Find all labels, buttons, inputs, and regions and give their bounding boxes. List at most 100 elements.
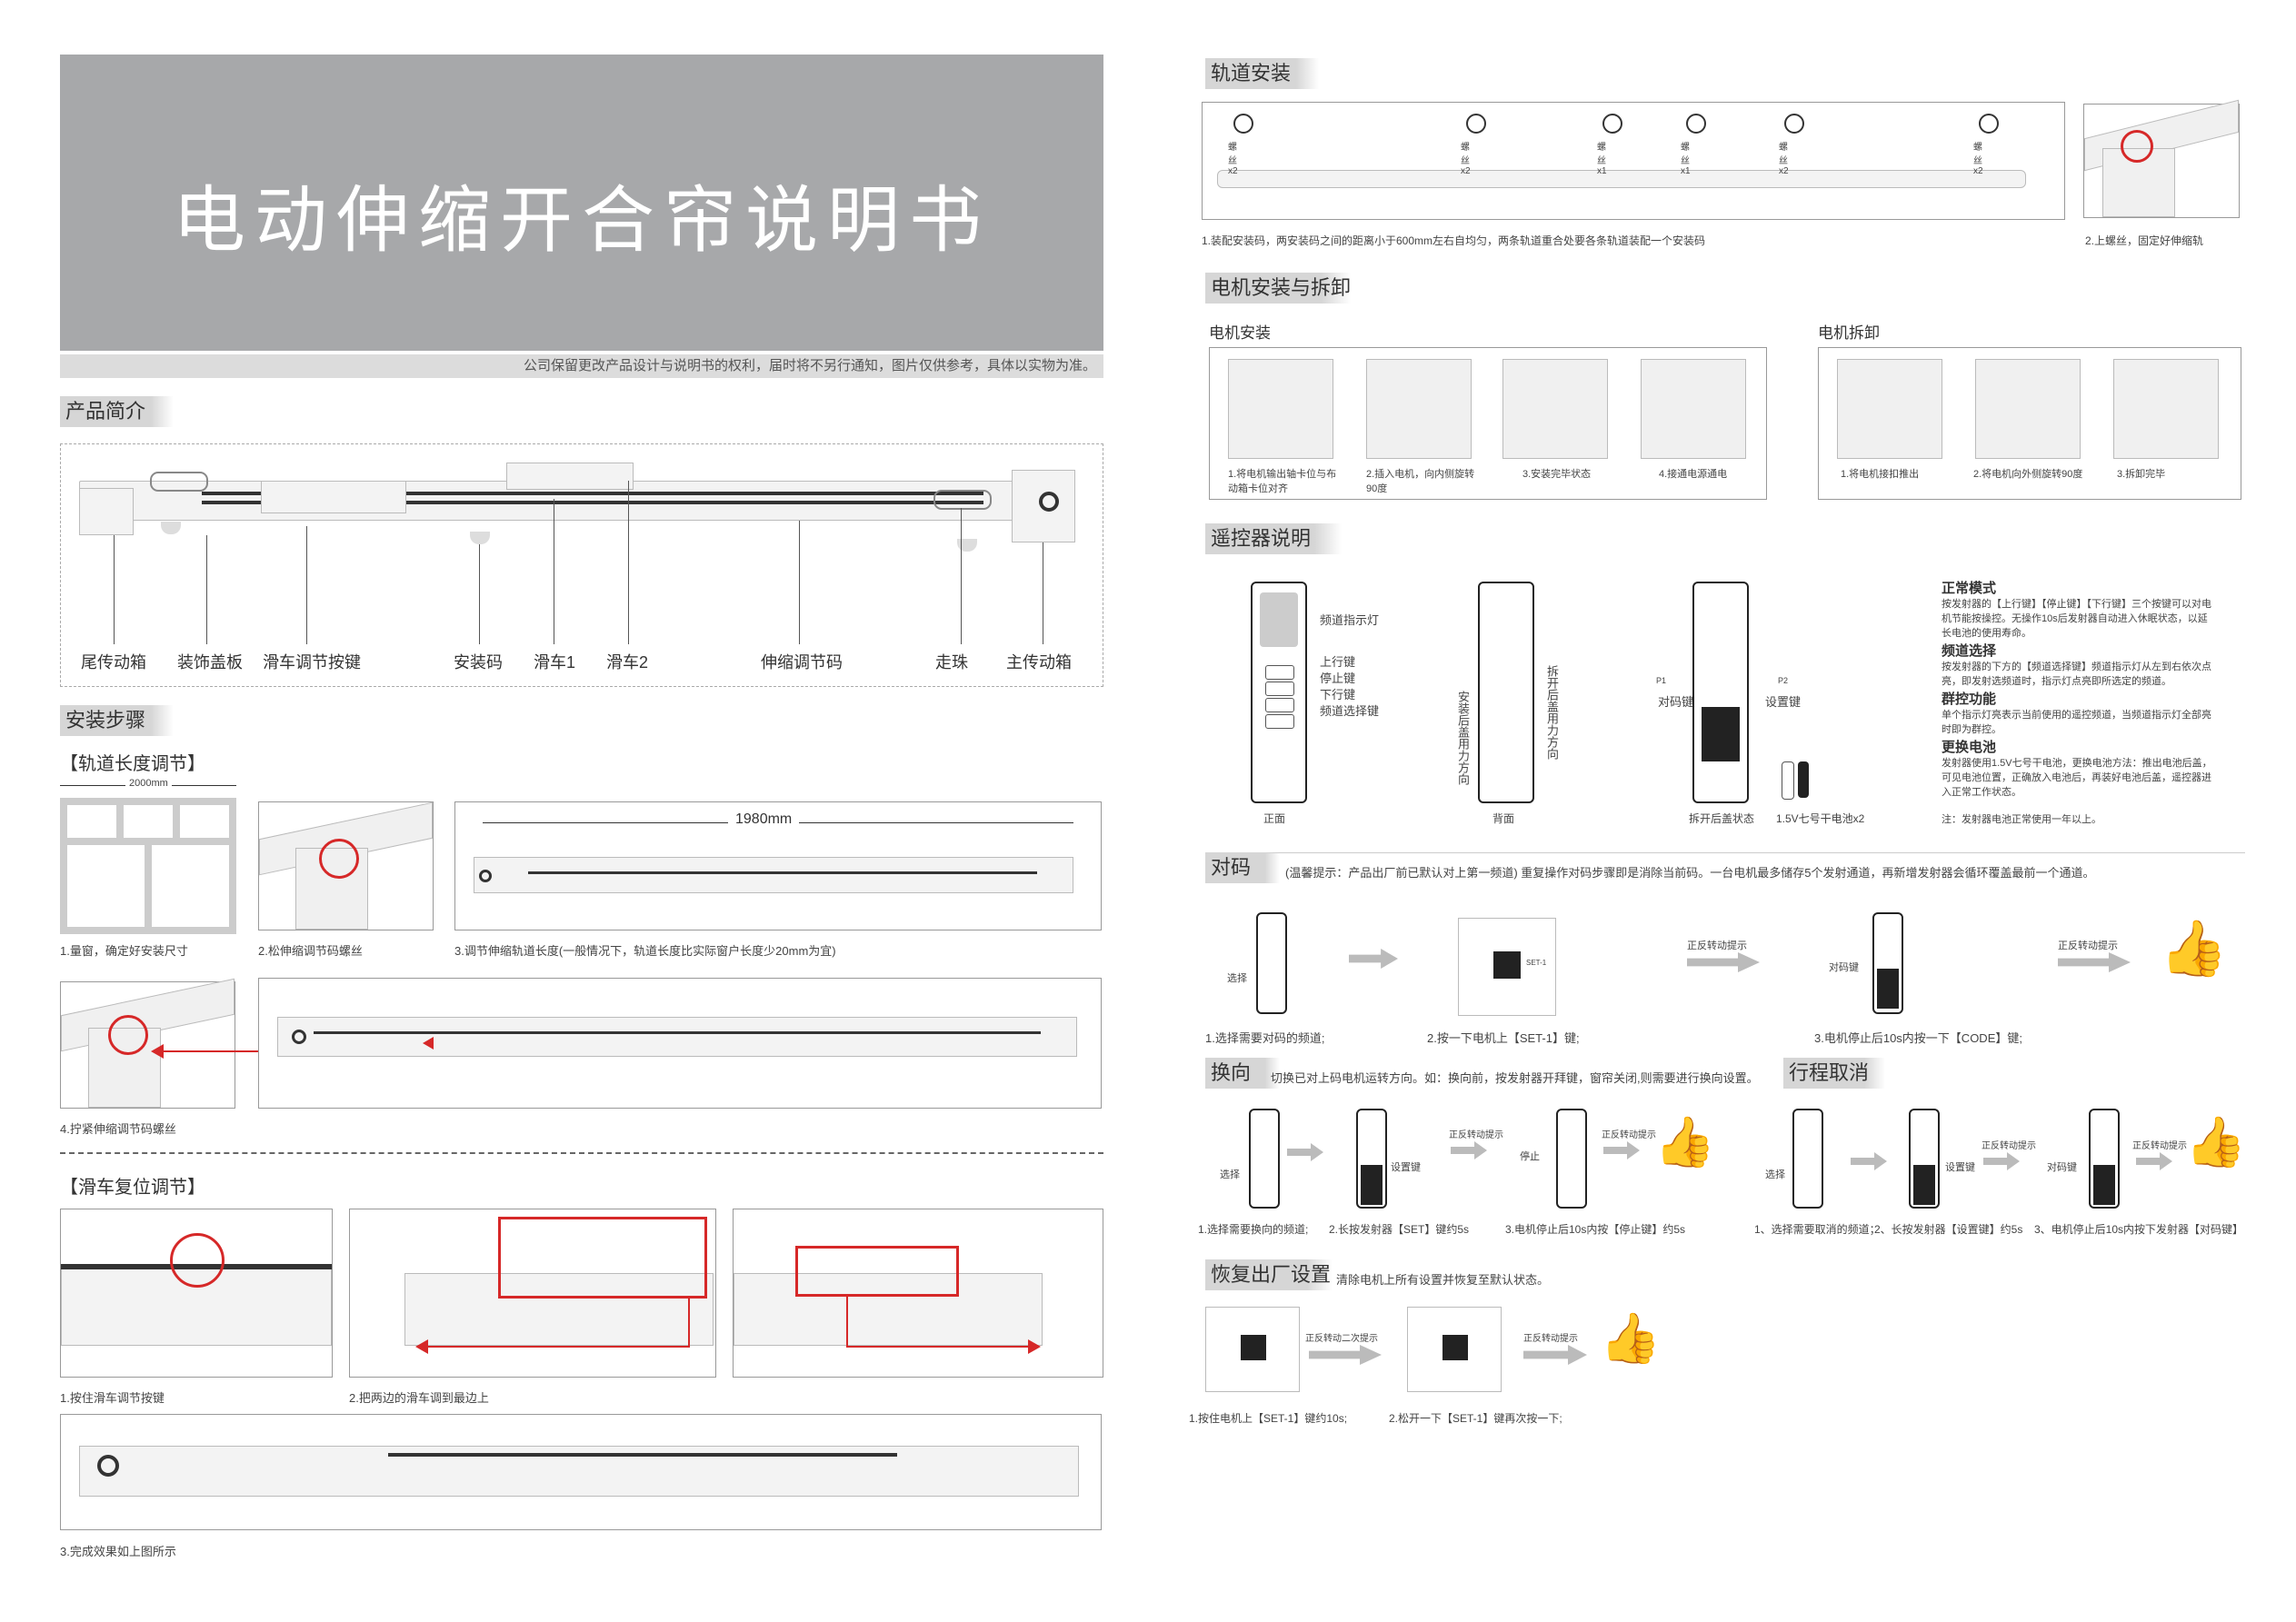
mode-heading: 更换电池: [1942, 740, 1997, 755]
mode-text: 按发射器的【上行键】【停止键】【下行键】三个按键可以对电机节能按操控。无操作10…: [1942, 599, 2211, 639]
code-key-label: 对码键: [1829, 962, 1859, 973]
screw-icon: [1784, 114, 1804, 134]
caption: 1.将电机接扣推出: [1841, 469, 1920, 480]
caption: 1.将电机输出轴卡位与布动箱卡位对齐: [1228, 469, 1337, 494]
motor-panel: [1205, 1307, 1300, 1392]
remote-front: [1251, 582, 1307, 803]
remote-modes: 正常模式 按发射器的【上行键】【停止键】【下行键】三个按键可以对电机节能按操控。…: [1942, 578, 2214, 827]
caption: 1.装配安装码，两安装码之间的距离小于600mm左右自均匀，两条轨道重合处要各条…: [1202, 234, 1706, 247]
screw-icon: [1233, 114, 1253, 134]
caption: 1.按住滑车调节按键: [60, 1391, 165, 1405]
battery-icon: [1798, 761, 1809, 798]
window-pane: [67, 845, 145, 927]
window-frame: [60, 798, 236, 934]
caption: 1.选择需要对码的频道;: [1205, 1031, 1325, 1045]
hint-label: 正反转动提示: [1523, 1334, 1578, 1344]
arrow-head-icon: [423, 1037, 434, 1050]
key-label: 停止键: [1320, 672, 1356, 685]
runner-balls: [150, 472, 208, 492]
cover-plate: [261, 481, 406, 513]
caption: 4.拧紧伸缩调节码螺丝: [60, 1122, 176, 1136]
part-label: 滑车调节按键: [263, 653, 361, 672]
mount-clip: [161, 522, 181, 534]
arrow-icon: [1523, 1345, 1587, 1365]
screw-label: 螺丝x2: [1228, 143, 1238, 176]
hint-label: 正反转动提示: [2132, 1141, 2187, 1151]
caption: 2.将电机向外侧旋转90度: [1973, 469, 2083, 480]
screw-label: 螺丝x1: [1597, 143, 1607, 176]
photo-adjust: 1980mm: [454, 801, 1102, 930]
motor-step-photo: [1837, 359, 1942, 459]
part-label: 安装码: [454, 653, 503, 672]
channel-led-panel: [1260, 592, 1298, 647]
motor-remove-panel: 1.将电机接扣推出 2.将电机向外侧旋转90度 3.拆卸完毕: [1818, 347, 2241, 500]
part-label: 伸缩调节码: [761, 653, 843, 672]
photo-move-trolley-left: [349, 1209, 716, 1378]
mode-heading: 正常模式: [1942, 581, 1997, 596]
track-length-dimension: 1980mm: [728, 811, 800, 828]
window-width: 2000mm: [125, 778, 172, 789]
code-key-label: 对码键: [2047, 1162, 2077, 1173]
arrow-icon: [1451, 1141, 1487, 1159]
arrow-icon: [1983, 1152, 2020, 1170]
battery-icon: [1782, 761, 1794, 800]
part-label: 滑车2: [606, 653, 649, 672]
remote-icon: [1356, 1109, 1387, 1209]
mode-text: 单个指示灯亮表示当前使用的遥控频道，当频道指示灯全部亮时即为群控。: [1942, 710, 2211, 735]
hint-label: 正反转动提示: [1687, 940, 1747, 951]
motor-chip: [1493, 951, 1521, 979]
section-factory: 恢复出厂设置: [1205, 1259, 1333, 1290]
down-key-icon: [1265, 698, 1294, 712]
highlight-circle: [108, 1015, 148, 1055]
motor-socket-icon: [292, 1030, 306, 1044]
remote-open-label: 拆开后盖状态: [1689, 812, 1755, 825]
highlight-rect: [498, 1217, 707, 1299]
rail-body: [474, 857, 1073, 893]
up-key-icon: [1265, 665, 1294, 680]
motor-step-photo: [1502, 359, 1608, 459]
key-label: 频道指示灯: [1320, 613, 1380, 627]
arrow-icon: [1309, 1345, 1382, 1365]
remote-icon: [1792, 1109, 1823, 1209]
battery-compartment: [1913, 1165, 1935, 1205]
rail-groove: [388, 1453, 897, 1457]
caption: 1.按住电机上【SET-1】键约10s;: [1189, 1412, 1348, 1425]
screw-icon: [1979, 114, 1999, 134]
photo-rail-long: [258, 978, 1102, 1109]
part-label: 装饰盖板: [177, 653, 243, 672]
thumbs-up-icon: 👍: [2160, 918, 2228, 979]
screw-label: 螺丝x2: [1779, 143, 1789, 176]
remote-back-label: 背面: [1492, 812, 1515, 825]
hint-label: 正反转动提示: [1449, 1130, 1503, 1140]
battery-label: 1.5V七号干电池x2: [1776, 812, 1865, 825]
battery-compartment: [1361, 1165, 1383, 1205]
motor-step-photo: [1366, 359, 1472, 459]
caption: 1.量窗，确定好安装尺寸: [60, 944, 188, 958]
arrow-icon: [2136, 1152, 2172, 1170]
mount-clip-3: [957, 539, 977, 552]
battery-compartment: [2093, 1165, 2115, 1205]
remote-icon: [1256, 912, 1287, 1014]
red-arrow: [688, 1299, 690, 1348]
title-banner: 电动伸缩开合帘说明书: [60, 55, 1103, 351]
window-pane: [152, 845, 229, 927]
caption: 2.上螺丝，固定好伸缩轨: [2085, 234, 2204, 247]
rail-groove: [528, 871, 1037, 874]
pair-tip: (温馨提示：产品出厂前已默认对上第一频道) 重复操作对码步骤即是消除当前码。一台…: [1285, 866, 2095, 880]
page-title: 电动伸缩开合帘说明书: [173, 178, 991, 263]
mode-heading: 群控功能: [1942, 692, 1997, 707]
leader-line: [799, 521, 800, 644]
track-install-diagram: 螺丝x2 螺丝x2 螺丝x1 螺丝x1 螺丝x2 螺丝x2: [1202, 102, 2065, 220]
motor-panel: [1407, 1307, 1502, 1392]
tail-box: [79, 488, 134, 535]
highlight-rect: [795, 1246, 959, 1297]
section-track-install: 轨道安装: [1205, 58, 1319, 89]
thumbs-up-icon: 👍: [1654, 1115, 1716, 1169]
caption: 1、选择需要取消的频道；: [1754, 1223, 1881, 1236]
photo-move-trolley-right: [733, 1209, 1103, 1378]
rail-groove: [314, 1031, 1041, 1034]
set-key-label: 设置键: [1945, 1162, 1975, 1173]
screw-icon: [1466, 114, 1486, 134]
thumbs-up-icon: 👍: [1600, 1311, 1662, 1366]
part-label: 滑车1: [534, 653, 576, 672]
